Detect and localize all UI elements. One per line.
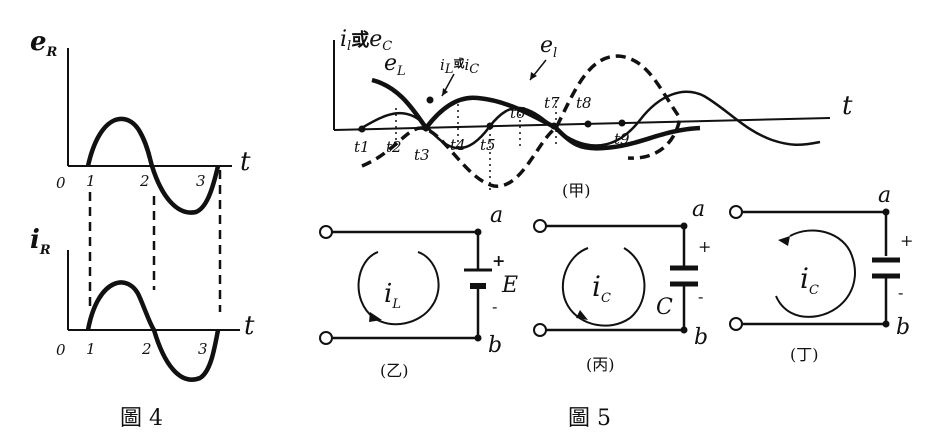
- fig4-bottom-tick-1: 1: [86, 340, 96, 358]
- figure-5-ding: iC a b + - (丁): [729, 183, 913, 364]
- fig4-top-curve-eR: [85, 116, 221, 215]
- bing-current-arrow-icon: [576, 310, 588, 320]
- figure-5-yi: iL a b + E - (乙): [319, 203, 518, 380]
- yi-wire: [331, 230, 480, 340]
- ding-wire: [741, 210, 888, 326]
- yi-caption: (乙): [380, 361, 409, 380]
- yi-current-label: iL: [384, 279, 401, 312]
- bing-current-loop: [561, 247, 646, 327]
- bing-plus: +: [698, 237, 711, 256]
- jia-label-el: el: [540, 33, 557, 61]
- jia-point-t8: [584, 120, 592, 128]
- fig4-bottom-origin: 0: [56, 341, 66, 359]
- yi-terminal-bottom: [319, 331, 333, 345]
- bing-node-a-dot: [680, 222, 688, 230]
- jia-t3: t3: [414, 146, 430, 164]
- jia-label-eL: eL: [384, 51, 406, 79]
- fig4-bottom-curve-iR: [85, 280, 221, 382]
- bing-cap-label: C: [656, 295, 673, 320]
- ding-current-arrow-icon: [778, 236, 790, 246]
- fig4-top-tick-2: 2: [139, 172, 150, 190]
- bing-current-label: iC: [592, 270, 611, 306]
- jia-t9: t9: [614, 130, 630, 148]
- ding-node-b-dot: [882, 320, 890, 328]
- bing-caption: (丙): [586, 355, 615, 374]
- figure-5-bing: iC a b + C - (丙): [533, 197, 711, 374]
- jia-x-axis: [333, 117, 831, 131]
- jia-label-iL-or-iC: iL或iC: [440, 56, 479, 77]
- jia-t8: t8: [576, 94, 592, 112]
- fig4-bottom-xlabel: t: [244, 311, 255, 341]
- ding-node-a-dot: [882, 208, 890, 216]
- figure-4: eR t 0 1 2 3 iR t 0 1 2 3 圖 4: [30, 27, 255, 431]
- jia-time-guides: [395, 100, 557, 190]
- ding-minus: -: [898, 283, 903, 302]
- fig4-top-ylabel: eR: [30, 27, 58, 60]
- yi-minus: -: [492, 297, 497, 316]
- fig4-top-xlabel: t: [240, 147, 251, 177]
- fig4-top-tick-1: 1: [86, 172, 96, 190]
- yi-source-label: E: [501, 273, 518, 298]
- ding-current-loop: [775, 229, 856, 318]
- ding-caption: (丁): [790, 345, 819, 364]
- yi-current-loop: [357, 251, 440, 326]
- jia-point-t1: [358, 125, 366, 133]
- jia-t1: t1: [354, 138, 370, 156]
- jia-arrow-el-label-head: [530, 72, 537, 80]
- bing-node-b: b: [694, 325, 708, 350]
- jia-point-t5: [486, 122, 494, 130]
- jia-t5: t5: [480, 136, 496, 154]
- fig4-bottom-ylabel: iR: [30, 225, 51, 258]
- jia-t7: t7: [544, 94, 560, 112]
- jia-xlabel: t: [842, 91, 853, 121]
- jia-arrow-iL-label-head: [442, 88, 448, 96]
- yi-terminal-top: [319, 225, 333, 239]
- yi-plus: +: [492, 251, 505, 270]
- fig5-caption: 圖 5: [568, 406, 611, 431]
- yi-node-b: b: [488, 333, 502, 358]
- ding-current-label: iC: [800, 262, 819, 298]
- jia-point-t3: [422, 124, 430, 132]
- fig4-caption: 圖 4: [120, 406, 163, 431]
- bing-node-b-dot: [680, 326, 688, 334]
- ding-plus: +: [900, 231, 913, 250]
- bing-terminal-bottom: [533, 323, 547, 337]
- ding-terminal-bottom: [729, 317, 743, 331]
- jia-t6: t6: [510, 104, 526, 122]
- fig4-top-origin: 0: [56, 174, 66, 192]
- jia-time-points: [358, 96, 626, 133]
- fig4-bottom-plot: iR t 0 1 2 3: [30, 225, 255, 382]
- jia-point-t9: [618, 119, 626, 127]
- jia-ylabel: il或eC: [340, 27, 392, 54]
- yi-node-a: a: [490, 203, 503, 228]
- jia-t2: t2: [386, 138, 402, 156]
- fig4-dashed-connectors: [88, 170, 222, 312]
- fig4-bottom-tick-3: 3: [198, 340, 208, 358]
- ding-terminal-top: [729, 205, 743, 219]
- bing-terminal-top: [533, 219, 547, 233]
- yi-current-arrow-icon: [369, 312, 382, 322]
- ding-node-b: b: [896, 315, 910, 340]
- yi-node-b-dot: [474, 334, 482, 342]
- fig4-top-tick-3: 3: [196, 172, 206, 190]
- ding-node-a: a: [878, 183, 891, 208]
- bing-node-a: a: [692, 197, 705, 222]
- bing-minus: -: [698, 287, 703, 306]
- jia-caption: (甲): [562, 181, 591, 200]
- jia-t4: t4: [450, 136, 466, 154]
- jia-point-peak: [426, 96, 434, 104]
- jia-curve-eL-thick: [371, 77, 701, 151]
- fig4-top-plot: eR t 0 1 2 3: [30, 27, 251, 215]
- yi-node-a-dot: [474, 228, 482, 236]
- jia-curve-iL-thin: [357, 90, 821, 150]
- figure-5-jia: il或eC eL iL或iC el t t1 t2 t3 t4 t5 t6 t7…: [333, 27, 853, 200]
- fig4-bottom-tick-2: 2: [141, 340, 152, 358]
